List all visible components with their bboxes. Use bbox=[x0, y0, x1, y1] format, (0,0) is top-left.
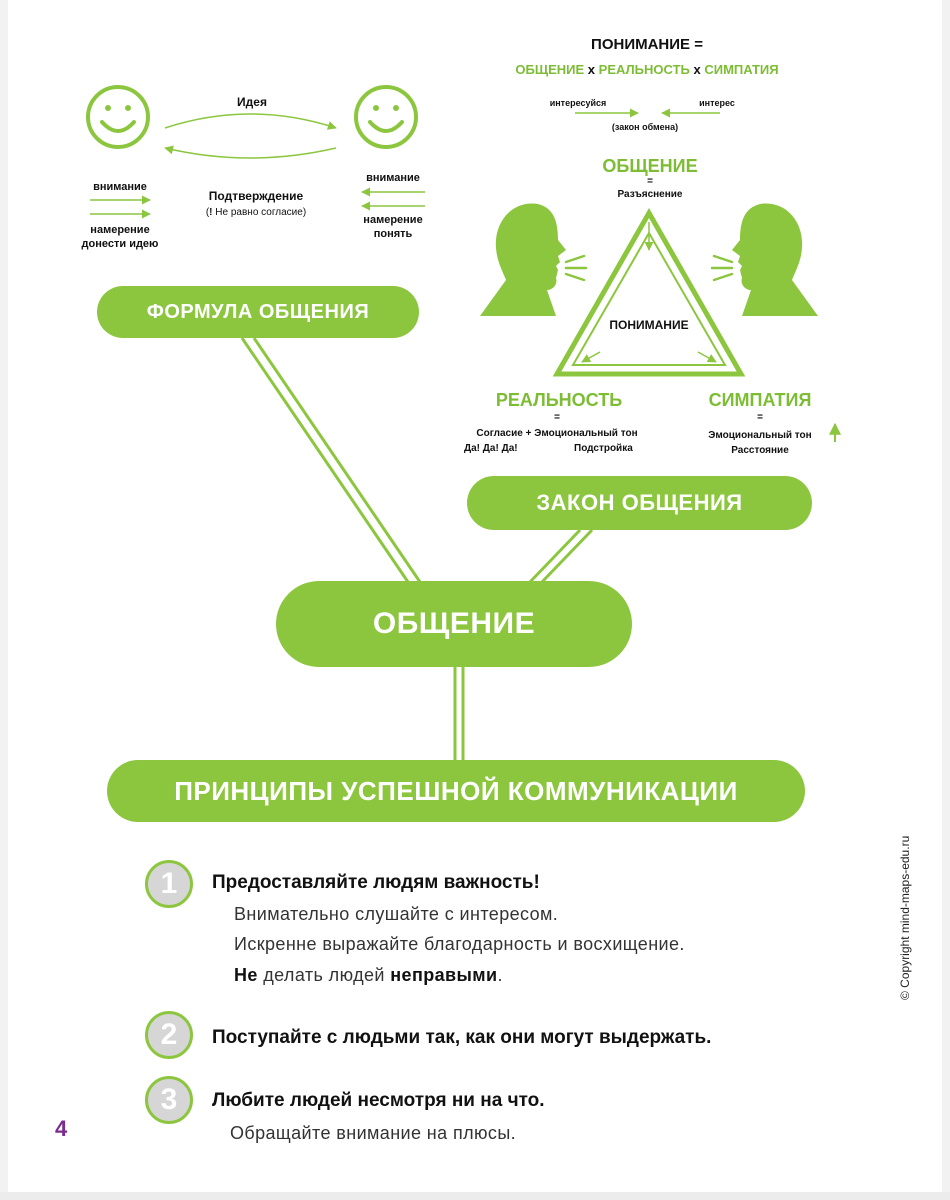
principle-3-line1: Обращайте внимание на плюсы. bbox=[230, 1123, 517, 1143]
principle-1-heading: Предоставляйте людям важность! bbox=[212, 872, 540, 893]
idea-label: Идея bbox=[237, 95, 267, 109]
principle-1-line2: Искренне выражайте благодарность и восхи… bbox=[234, 934, 685, 954]
number-badge-3: 3 bbox=[145, 1076, 193, 1124]
speaking-head-icon bbox=[480, 203, 588, 316]
number-badge-1: 1 bbox=[145, 860, 193, 908]
sympathy-line1: Эмоциональный тон bbox=[708, 430, 812, 441]
reality-line2b: Подстройка bbox=[574, 443, 633, 454]
arrow-right-icon bbox=[164, 113, 337, 130]
be-interested-label: интересуйся bbox=[549, 98, 607, 108]
principle-3-heading: Любите людей несмотря ни на что. bbox=[212, 1090, 545, 1111]
communication-center-pill: ОБЩЕНИЕ bbox=[276, 581, 632, 667]
principle-1-line3: Не делать людей неправыми. bbox=[234, 965, 503, 985]
explanation-label: Разъяснение bbox=[617, 189, 683, 200]
formula-title-pill: ФОРМУЛА ОБЩЕНИЯ bbox=[97, 286, 419, 338]
smiley-face-icon bbox=[354, 85, 418, 149]
principle-1-line1: Внимательно слушайте с интересом. bbox=[234, 904, 559, 924]
right-intent-label: намерение bbox=[363, 214, 423, 226]
reality-line2a: Да! Да! Да! bbox=[464, 443, 518, 454]
left-attention-label: внимание bbox=[93, 181, 147, 193]
reality-label: РЕАЛЬНОСТЬ bbox=[495, 390, 623, 410]
triangle-center-label: ПОНИМАНИЕ bbox=[609, 318, 689, 332]
right-attention-label: внимание bbox=[366, 172, 420, 184]
triangle-top-equals: = bbox=[647, 176, 653, 187]
triangle-top-label: ОБЩЕНИЕ bbox=[602, 156, 698, 176]
arrow-corner-icon bbox=[697, 351, 717, 363]
copyright-text: © Copyright mind-maps-edu.ru bbox=[898, 835, 912, 1000]
speaking-head-icon bbox=[710, 203, 818, 316]
page-number: 4 bbox=[55, 1116, 68, 1141]
arrow-corner-icon bbox=[581, 351, 601, 363]
understanding-triangle bbox=[552, 207, 746, 377]
confirmation-note-mark: ! bbox=[209, 207, 213, 218]
left-intent-label-2: донести идею bbox=[81, 238, 159, 250]
reality-line1: Согласие + Эмоциональный тон bbox=[476, 428, 638, 439]
principle-2-heading: Поступайте с людьми так, как они могут в… bbox=[212, 1027, 712, 1048]
principles-title-pill: ПРИНЦИПЫ УСПЕШНОЙ КОММУНИКАЦИИ bbox=[107, 760, 805, 822]
sympathy-label: СИМПАТИЯ bbox=[708, 390, 812, 410]
confirmation-note: (! Не равно согласие) bbox=[205, 207, 307, 218]
sympathy-equals: = bbox=[757, 412, 763, 423]
confirmation-label: Подтверждение bbox=[208, 189, 304, 203]
reality-equals: = bbox=[554, 412, 560, 423]
connector-principles bbox=[453, 666, 465, 762]
page-edge bbox=[0, 1192, 950, 1200]
smiley-face-icon bbox=[86, 85, 150, 149]
interest-label: интерес bbox=[699, 98, 735, 108]
law-title-pill: ЗАКОН ОБЩЕНИЯ bbox=[467, 476, 812, 530]
left-intent-label: намерение bbox=[90, 224, 150, 236]
understanding-formula: ОБЩЕНИЕ x РЕАЛЬНОСТЬ x СИМПАТИЯ bbox=[515, 62, 779, 77]
right-intent-label-2: понять bbox=[373, 228, 413, 240]
number-badge-2: 2 bbox=[145, 1011, 193, 1059]
understanding-equation: ПОНИМАНИЕ = bbox=[591, 36, 703, 53]
exchange-law-label: (закон обмена) bbox=[611, 122, 679, 132]
connector-formula bbox=[240, 337, 422, 583]
connector-law bbox=[528, 528, 594, 584]
sympathy-line2: Расстояние bbox=[731, 445, 789, 456]
arrow-left-icon bbox=[164, 145, 337, 159]
